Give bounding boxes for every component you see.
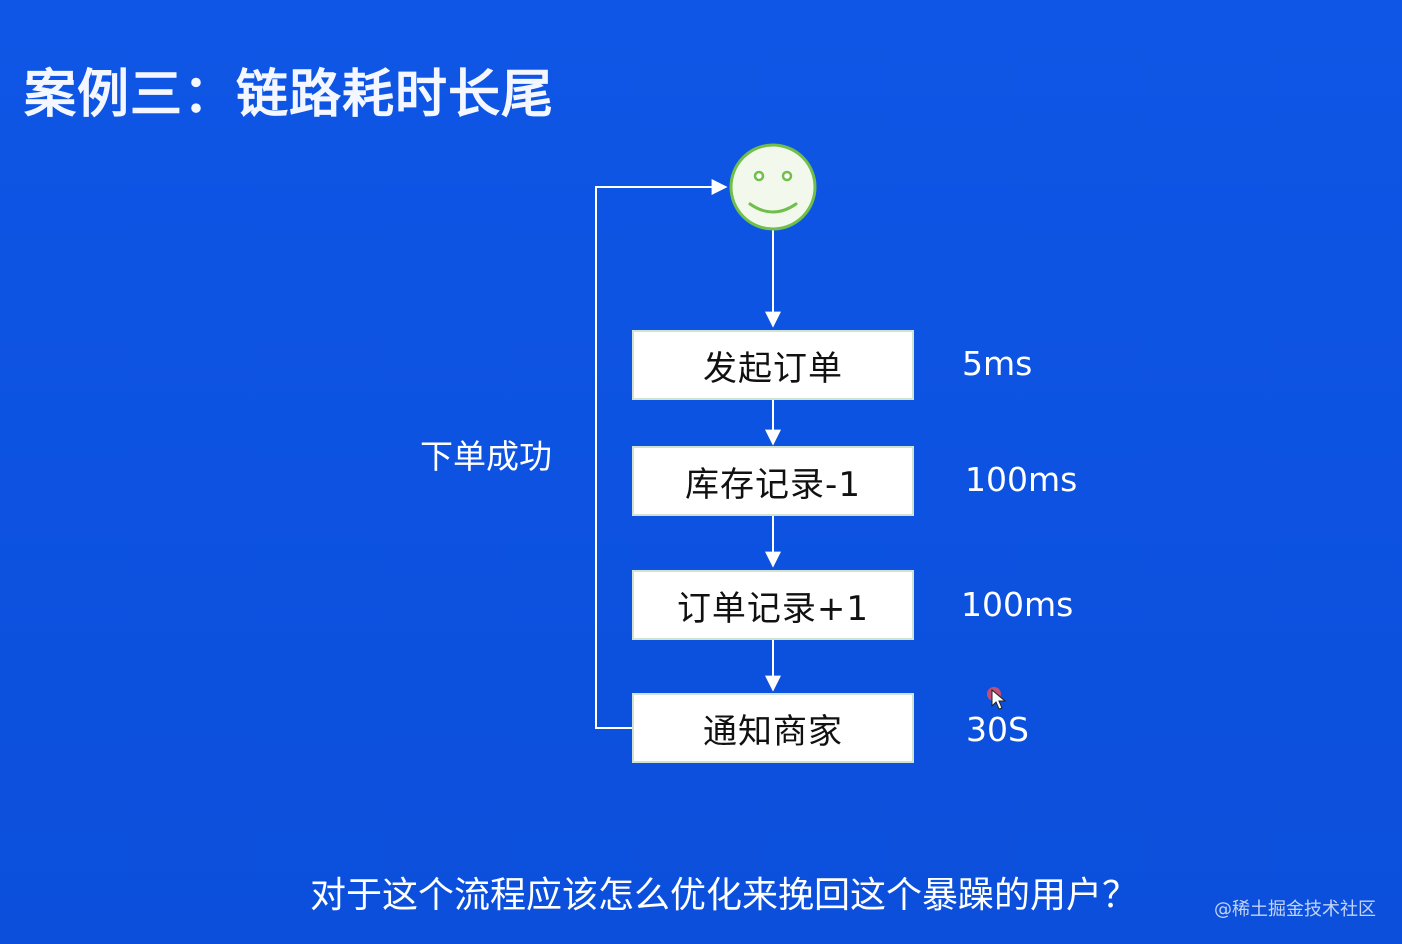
step-box-notify-merchant: 通知商家 bbox=[632, 693, 914, 763]
step-time: 5ms bbox=[962, 344, 1033, 383]
arrow-loop-back bbox=[595, 179, 728, 729]
step-label: 库存记录-1 bbox=[685, 464, 861, 505]
mouse-cursor-icon bbox=[987, 687, 1007, 710]
slide-title: 案例三：链路耗时长尾 bbox=[24, 65, 555, 125]
watermark: @稀土掘金技术社区 bbox=[1214, 899, 1376, 920]
question-text: 对于这个流程应该怎么优化来挽回这个暴躁的用户？ bbox=[310, 875, 1139, 916]
step-time: 100ms bbox=[961, 585, 1074, 624]
step-time: 100ms bbox=[965, 460, 1078, 499]
step-label: 发起订单 bbox=[703, 348, 843, 389]
step-time: 30S bbox=[966, 710, 1029, 749]
step-box-order-record: 订单记录+1 bbox=[632, 570, 914, 640]
loop-label: 下单成功 bbox=[420, 437, 552, 476]
step-label: 通知商家 bbox=[703, 711, 843, 752]
step-box-create-order: 发起订单 bbox=[632, 330, 914, 400]
step-label: 订单记录+1 bbox=[676, 588, 870, 629]
smiley-face-icon bbox=[729, 143, 817, 231]
step-box-inventory: 库存记录-1 bbox=[632, 446, 914, 516]
